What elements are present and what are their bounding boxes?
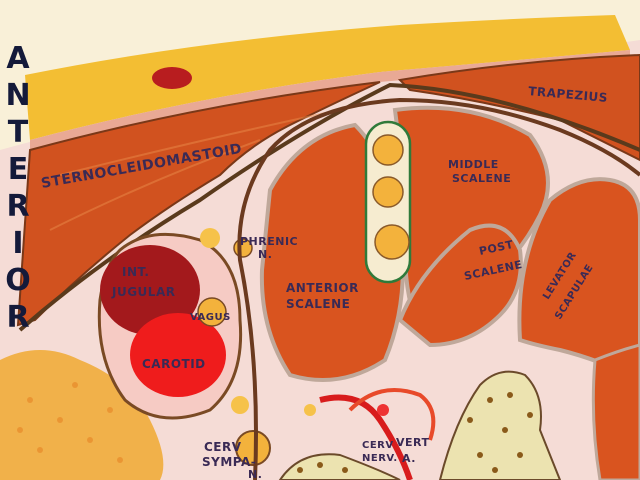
brachial-plexus-lower-trunk <box>374 224 410 260</box>
anterior-side-label: A N T E R I O R <box>5 41 31 335</box>
cerv-sympathetic-label: SYMPA- <box>202 455 256 469</box>
middle-scalene-label: SCALENE <box>452 172 511 185</box>
cervical-vertebra <box>278 453 401 480</box>
trapezius-label: TRAPEZIUS <box>528 84 609 105</box>
posterior-scalene-muscle <box>397 223 523 348</box>
artery-branch <box>377 404 389 416</box>
prevertebral-fascia <box>237 97 640 480</box>
muscle-fiber <box>49 139 261 231</box>
cerv-sympathetic-label: N. <box>248 468 262 480</box>
posterior-muscle <box>591 343 640 480</box>
cerv-nerv-label: NERV. <box>362 453 398 464</box>
fat-texture <box>17 382 123 463</box>
vert-label: A. <box>402 452 416 465</box>
vagus-nerve <box>197 297 227 327</box>
cervical-nerve-root <box>348 388 436 441</box>
carotid-artery <box>130 313 226 397</box>
middle-scalene-label: MIDDLE <box>448 158 499 171</box>
side-letter: A <box>6 41 30 76</box>
cerv-nerv-label: CERV <box>362 440 394 451</box>
side-letter: I <box>12 226 23 261</box>
side-letter: N <box>5 78 30 113</box>
vagus-label: VAGUS <box>190 312 231 323</box>
carotid-label: CAROTID <box>142 357 206 371</box>
brachial-plexus-middle-trunk <box>372 176 404 208</box>
anterior-scalene-label: ANTERIOR <box>286 281 359 295</box>
transverse-process <box>438 370 562 480</box>
side-letter: O <box>5 263 31 298</box>
lymph-nodes <box>200 228 316 416</box>
side-letter: T <box>8 115 29 150</box>
int-jugular-label: JUGULAR <box>111 285 175 299</box>
int-jugular-label: INT. <box>122 265 149 279</box>
external-jugular-vein <box>152 67 192 89</box>
anterior-scalene-label: SCALENE <box>286 297 350 311</box>
phrenic-label: PHRENIC <box>240 235 298 248</box>
internal-jugular-vein <box>100 245 200 335</box>
side-letter: E <box>8 152 29 187</box>
fat-band <box>25 15 630 140</box>
deep-cervical-fascia <box>18 82 640 332</box>
phrenic-label: N. <box>258 248 272 261</box>
side-letter: R <box>6 300 29 335</box>
vert-label: VERT <box>396 436 430 449</box>
side-letter: R <box>6 189 29 224</box>
vertebral-artery <box>319 394 413 480</box>
muscle-fiber <box>59 111 331 176</box>
cervical-sympathetic-trunk <box>235 430 271 466</box>
sternocleidomastoid-muscle <box>16 81 381 327</box>
levator-scapulae-muscle <box>517 177 640 383</box>
cerv-sympathetic-label: CERV <box>204 440 242 454</box>
brachial-plexus-upper-trunk <box>372 134 404 166</box>
bone-texture <box>297 392 533 473</box>
